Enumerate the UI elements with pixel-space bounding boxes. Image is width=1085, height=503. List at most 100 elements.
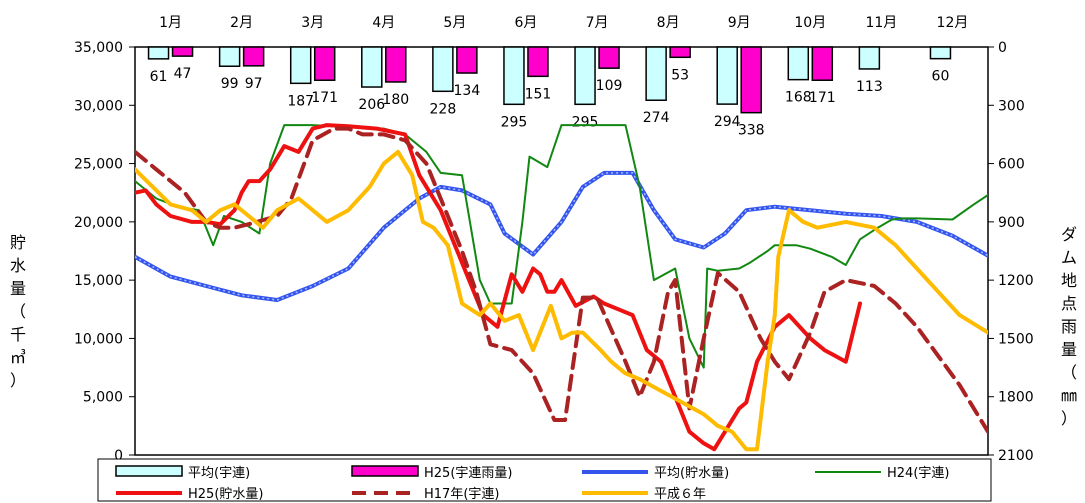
rain-bar — [503, 46, 525, 106]
month-label: 9月 — [728, 15, 751, 31]
rain-bar — [929, 46, 952, 60]
series-line-texture — [135, 172, 988, 301]
legend-label: H17年(宇連) — [424, 487, 499, 502]
rain-bar — [527, 46, 549, 78]
left-tick-label: 0 — [114, 448, 123, 464]
rain-bar — [242, 46, 265, 67]
legend-swatch-bar — [115, 465, 183, 477]
rain-bar-label: 294 — [714, 114, 741, 130]
rain-bar-label: 134 — [454, 83, 481, 99]
rain-bar — [313, 46, 336, 81]
rain-bar — [716, 46, 738, 105]
left-tick-label: 25,000 — [74, 157, 123, 173]
rain-bar-label: 99 — [221, 76, 239, 92]
rain-bar-label: 53 — [671, 67, 689, 83]
rain-bar — [361, 46, 383, 88]
legend-label: 平成６年 — [654, 487, 706, 502]
legend-box — [97, 458, 992, 502]
series-lines — [135, 123, 988, 452]
right-axis-title-char: ㎜ — [1061, 386, 1077, 405]
right-tick-label: 1500 — [998, 331, 1034, 347]
plot-border — [134, 46, 989, 456]
rain-bar-label: 97 — [245, 76, 263, 92]
month-label: 7月 — [586, 15, 609, 31]
right-axis-title-char: 点 — [1061, 294, 1077, 313]
series-line — [135, 149, 988, 452]
rain-bar-label: 274 — [643, 110, 670, 126]
rain-bar-label: 113 — [856, 79, 883, 95]
rain-bar-label: 47 — [174, 66, 192, 82]
rain-bar — [432, 46, 454, 93]
rain-bar — [171, 46, 194, 57]
rain-bar-label: 168 — [785, 90, 812, 106]
legend-label: H25(宇連雨量) — [424, 466, 512, 481]
rain-bar — [456, 46, 478, 74]
plot-area — [134, 46, 989, 456]
rain-bar — [218, 46, 241, 67]
rain-bar — [645, 46, 667, 101]
right-tick-label: 0 — [998, 40, 1007, 56]
right-tick-label: 900 — [998, 215, 1025, 231]
left-tick-label: 10,000 — [74, 331, 123, 347]
rain-bar-label: 228 — [430, 101, 457, 117]
rain-bar-label: 338 — [738, 123, 765, 139]
right-tick-label: 300 — [998, 98, 1025, 114]
rain-bars — [147, 46, 952, 114]
right-tick-label: 1200 — [998, 273, 1034, 289]
right-axis-title-char: （ — [1061, 363, 1077, 382]
rain-bar-label: 60 — [932, 69, 950, 85]
month-label: 8月 — [657, 15, 680, 31]
left-tick-label: 30,000 — [74, 98, 123, 114]
rain-bar-label: 61 — [150, 69, 168, 85]
rain-bar — [289, 46, 312, 85]
legend: 平均(宇連)H25(宇連雨量)平均(貯水量)H24(宇連)H25(貯水量)H17… — [97, 458, 992, 502]
month-label: 2月 — [230, 15, 253, 31]
right-tick-label: 1800 — [998, 390, 1034, 406]
right-axis-title-char: ム — [1061, 248, 1077, 267]
left-tick-label: 20,000 — [74, 215, 123, 231]
rain-bar-label: 295 — [572, 114, 599, 130]
legend-label: 平均(貯水量) — [654, 466, 729, 481]
left-axis-title-char: 水 — [10, 256, 26, 275]
rain-bar — [787, 46, 810, 81]
rain-bar — [574, 46, 596, 106]
right-axis-title-char: 雨 — [1061, 317, 1077, 336]
left-tick-label: 5,000 — [83, 390, 123, 406]
right-axis-title-char: 地 — [1061, 271, 1077, 290]
series-line — [135, 124, 988, 369]
month-label: 1月 — [159, 15, 182, 31]
left-tick-label: 15,000 — [74, 273, 123, 289]
left-axis-ticks: 0 5,000 10,000 15,000 20,000 25,000 30,000 35,0… — [74, 40, 135, 464]
rain-bar — [147, 46, 170, 60]
month-label: 12月 — [937, 15, 969, 31]
left-axis-title-char: 千 — [10, 325, 26, 344]
right-tick-label: 600 — [998, 157, 1025, 173]
left-axis-title-char: ） — [10, 371, 26, 390]
legend-label: H24(宇連) — [887, 466, 949, 481]
rain-bar — [858, 46, 881, 70]
left-axis-title-char: （ — [10, 302, 26, 321]
series-line — [135, 123, 862, 452]
rain-bar-label: 187 — [287, 93, 314, 109]
month-label: 11月 — [865, 15, 897, 31]
rain-bar-label: 109 — [596, 78, 623, 94]
right-axis-title-char: ） — [1061, 409, 1077, 428]
rain-bar-label: 180 — [382, 92, 409, 108]
rain-bar — [811, 46, 834, 81]
month-label: 6月 — [514, 15, 537, 31]
legend-swatch-bar — [351, 465, 419, 477]
left-tick-label: 35,000 — [74, 40, 123, 56]
rain-bar-label: 171 — [311, 90, 338, 106]
rain-bar — [598, 46, 620, 69]
right-axis-title-char: 量 — [1061, 340, 1077, 359]
rain-bar-label: 206 — [358, 97, 385, 113]
month-label: 5月 — [443, 15, 466, 31]
left-axis-title-char: 貯 — [10, 233, 26, 252]
month-label: 3月 — [301, 15, 324, 31]
month-label: 4月 — [372, 15, 395, 31]
